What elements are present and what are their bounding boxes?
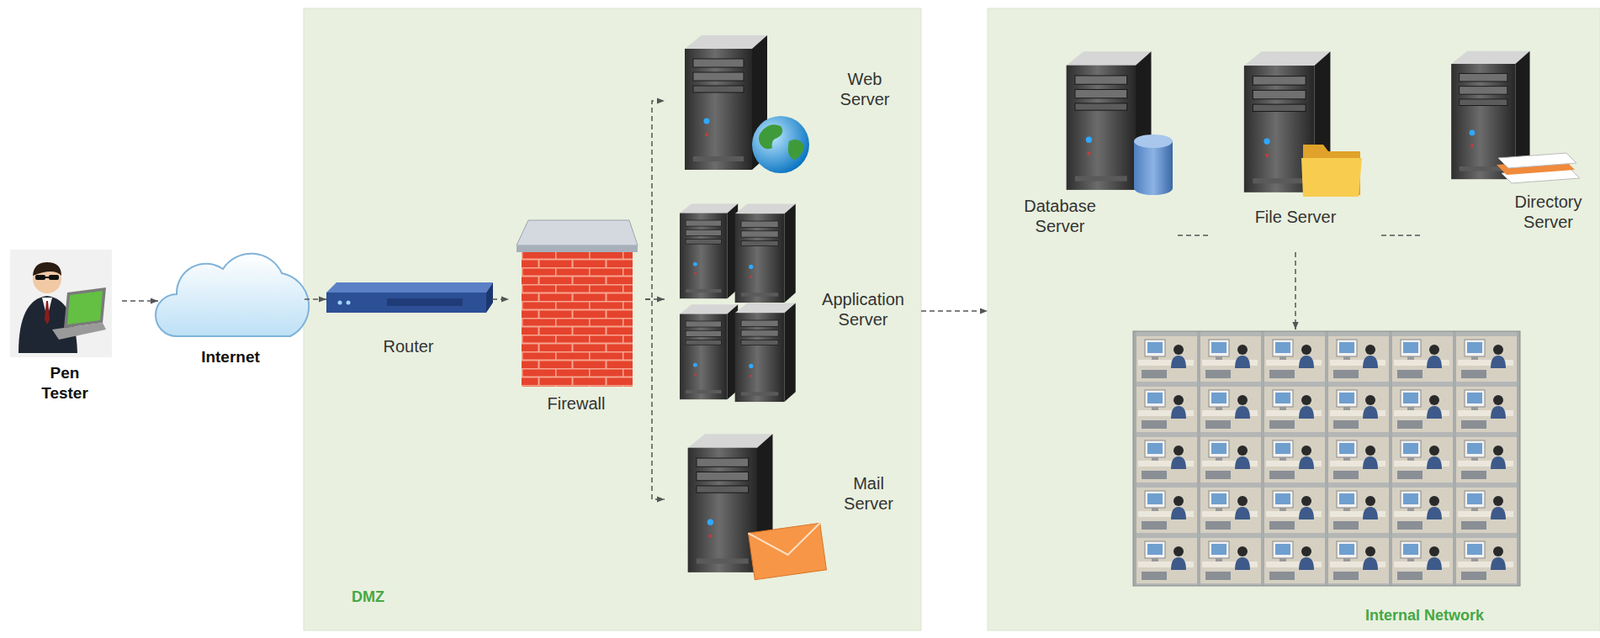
device-node: Mail Server	[664, 424, 917, 585]
node-label: Database Server	[1013, 196, 1107, 237]
node-label: Directory Server	[1504, 191, 1593, 233]
node-label: Mail Server	[828, 473, 909, 514]
globe-icon	[752, 116, 810, 174]
device-node: Router	[326, 277, 493, 362]
node-label: File Server	[1211, 206, 1380, 228]
router-icon	[326, 282, 493, 313]
node-label: Internet	[158, 347, 303, 368]
device-node: Database Server	[1009, 40, 1178, 251]
cloud-icon	[155, 254, 309, 337]
device-node: Directory Server	[1421, 40, 1595, 251]
node-label: Router	[326, 336, 491, 357]
pen-tester-icon	[10, 249, 112, 358]
device-node: Web Server	[664, 25, 917, 181]
node-label: Pen Tester	[31, 363, 99, 404]
node-label: Firewall	[508, 393, 644, 414]
device-node: Internet	[158, 256, 305, 375]
dashed-connector	[121, 300, 159, 302]
folder-icon	[1301, 144, 1362, 197]
node-label: Web Server	[822, 68, 907, 110]
device-node: Pen Tester	[8, 243, 122, 408]
server-tower	[679, 304, 738, 400]
dashed-connector	[492, 298, 509, 301]
papers-icon	[1496, 153, 1580, 184]
office-photo	[1133, 331, 1521, 587]
envelope-icon	[748, 523, 827, 580]
database-icon	[1133, 134, 1173, 196]
dashed-connector	[1381, 234, 1422, 237]
network-zone: DMZRouterFirewallWeb ServerApplication S…	[303, 8, 922, 631]
dashed-connector	[645, 100, 665, 300]
internal-zone	[987, 8, 1600, 631]
node-label: Application Server	[809, 289, 917, 330]
dashed-wire	[1294, 252, 1297, 330]
zone-label: DMZ	[351, 587, 970, 608]
device-node: Firewall	[508, 214, 646, 425]
device-node: File Server	[1211, 40, 1382, 251]
dashed-connector	[1177, 234, 1212, 237]
zone-label: Internal Network	[1365, 605, 1600, 626]
server-tower	[735, 302, 796, 403]
server-tower	[679, 203, 738, 299]
dashed-connector	[304, 298, 327, 301]
dashed-connector	[921, 310, 988, 313]
dmz-zone	[303, 8, 922, 631]
device-node: Application Server	[664, 195, 922, 408]
network-zone: Internal Network Database Server File Serv…	[987, 8, 1600, 631]
dashed-connector	[645, 299, 665, 500]
firewall-icon	[516, 220, 638, 387]
server-tower	[735, 203, 796, 303]
